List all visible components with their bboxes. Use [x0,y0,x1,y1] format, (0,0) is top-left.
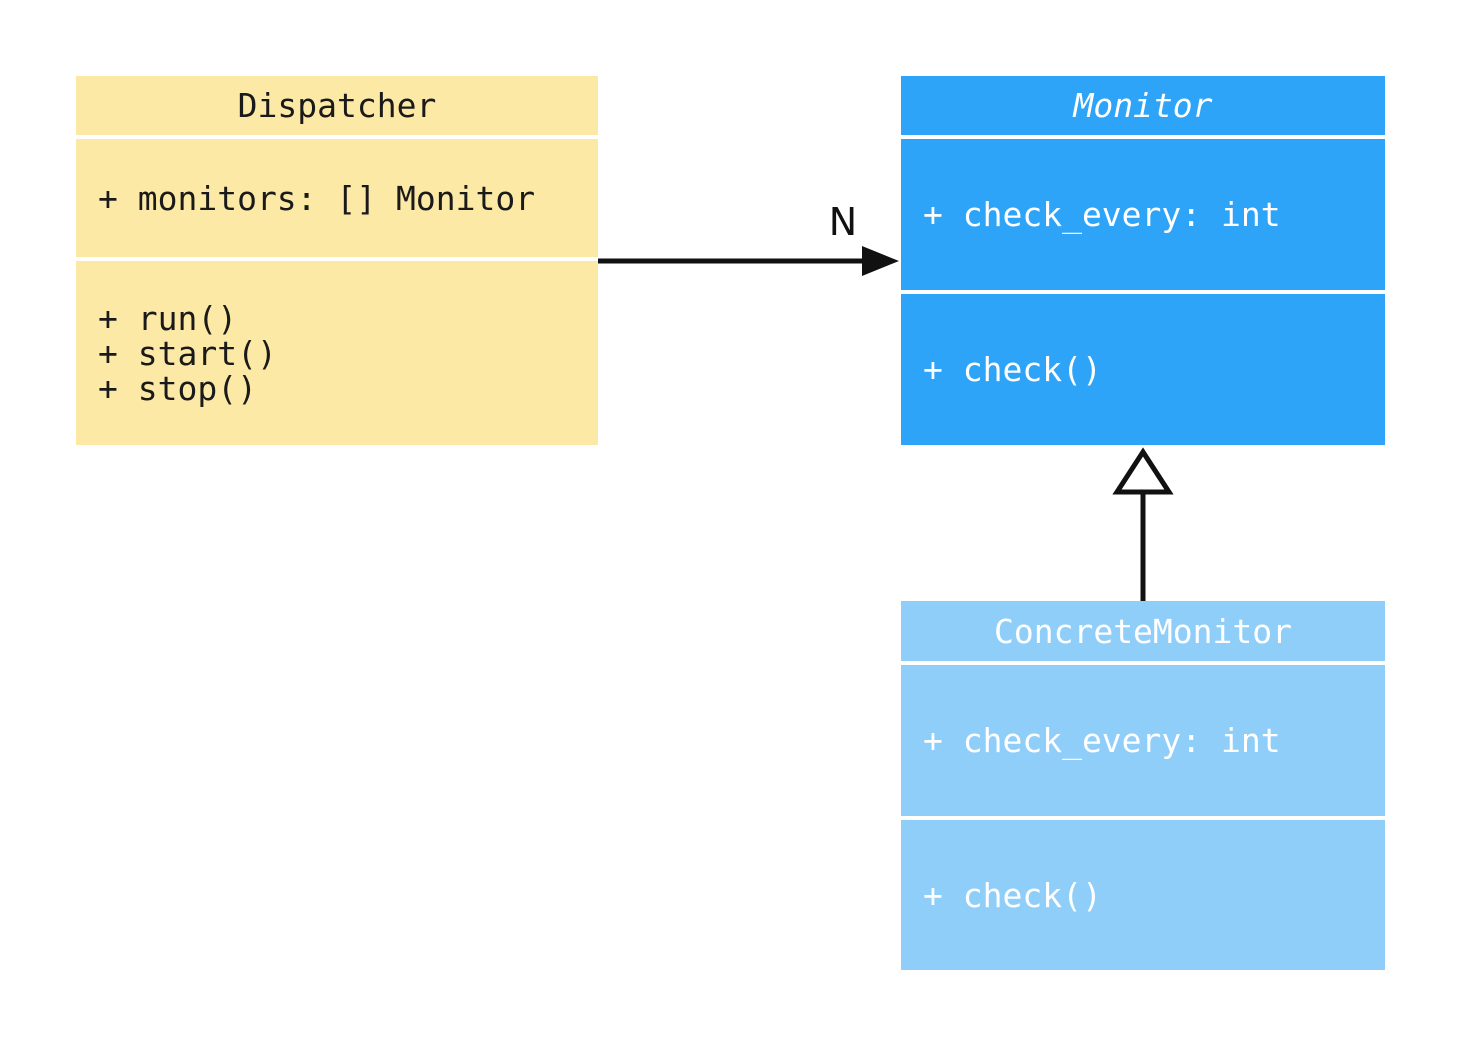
class-attributes-compartment: + check_every: int [901,139,1385,290]
association-multiplicity-label: N [828,200,858,244]
class-name-monitor: Monitor [1073,86,1213,125]
attribute-line: + check_every: int [923,195,1281,234]
class-box-monitor: Monitor + check_every: int + check() [901,76,1385,445]
method-line: + check() [923,875,1102,915]
class-methods-compartment: + check() [901,294,1385,445]
class-name-concrete-monitor: ConcreteMonitor [993,611,1292,651]
generalization-concretemonitor-monitor [1112,447,1174,601]
generalization-hollow-triangle-icon [1112,447,1174,495]
class-box-dispatcher: Dispatcher + monitors: [] Monitor + run(… [76,76,598,445]
class-title-compartment: ConcreteMonitor [901,601,1385,661]
attribute-line: + check_every: int [923,721,1281,760]
method-line: + run() [98,298,238,338]
class-title-compartment: Dispatcher [76,76,598,135]
method-line: + start() [98,333,277,373]
attribute-line: + monitors: [] Monitor [98,178,536,218]
class-methods-compartment: + run() + start() + stop() [76,261,598,445]
class-attributes-compartment: + check_every: int [901,665,1385,816]
association-dispatcher-monitor [598,246,899,276]
association-arrowhead-icon [862,246,899,276]
method-line: + stop() [98,368,257,408]
class-methods-compartment: + check() [901,820,1385,970]
class-name-dispatcher: Dispatcher [237,86,437,125]
method-line: + check() [923,350,1102,389]
class-attributes-compartment: + monitors: [] Monitor [76,139,598,257]
class-title-compartment: Monitor [901,76,1385,135]
class-box-concrete-monitor: ConcreteMonitor + check_every: int + che… [901,601,1385,970]
